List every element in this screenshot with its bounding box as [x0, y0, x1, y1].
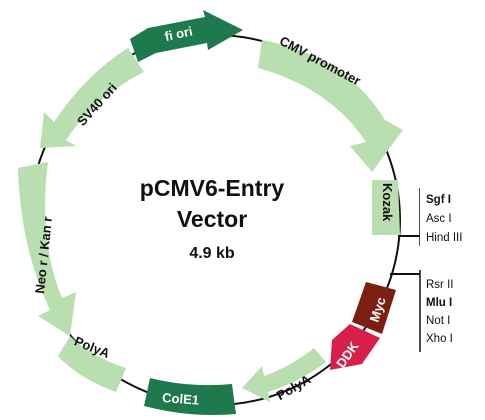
site-asc-i: Asc I: [426, 213, 452, 225]
kozak-box: [372, 180, 400, 235]
polya-right-arrow: [242, 348, 326, 402]
myc-label: Myc: [367, 295, 389, 324]
vector-size: 4.9 kb: [189, 245, 235, 262]
vector-title-line1: pCMV6-Entry: [140, 175, 285, 201]
kozak-label: Kozak: [380, 183, 395, 222]
fi-ori-arrow: [130, 10, 243, 62]
cmv-promoter-arrow: [258, 40, 403, 172]
cole1-box: [144, 378, 236, 415]
site-box-1: Sgf I Asc I Hind III: [419, 188, 482, 246]
neo-kan-arrow: [18, 162, 76, 336]
vector-title-line2: Vector: [177, 206, 247, 232]
cole1-label: ColE1: [162, 390, 200, 408]
ddk-arrow: [330, 324, 380, 370]
myc-box: [352, 282, 396, 334]
polya-left-box: [58, 336, 126, 392]
site-sgf-i: Sgf I: [426, 194, 451, 206]
site-rsr-ii: Rsr II: [426, 279, 453, 291]
site-mlu-i: Mlu I: [426, 297, 452, 309]
site-not-i: Not I: [426, 315, 450, 327]
site-xho-i: Xho I: [426, 333, 453, 345]
site-hind-iii: Hind III: [426, 232, 462, 244]
site-box-2: Rsr II Mlu I Not I Xho I: [419, 270, 481, 352]
fi-ori-label: fi ori: [163, 23, 194, 44]
sv40-ori-arrow: [40, 48, 144, 148]
